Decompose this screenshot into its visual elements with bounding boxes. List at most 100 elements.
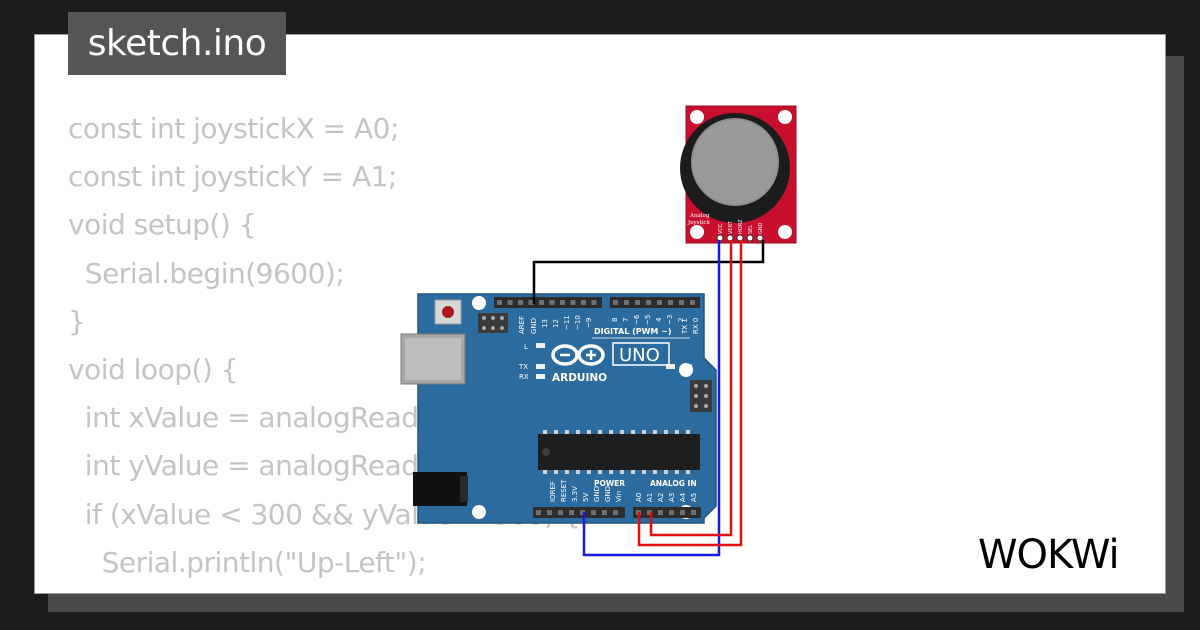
- header-pin: [539, 300, 544, 305]
- header-pin: [560, 300, 565, 305]
- joy-pin-label-vcc: VCC: [718, 223, 724, 234]
- chip-pin: [543, 430, 547, 434]
- header-pin: [613, 510, 618, 515]
- header-pin: [669, 510, 674, 515]
- joy-pin-label-gnd: GND: [758, 222, 764, 234]
- chip-pin: [565, 430, 569, 434]
- sketch-filename-tab[interactable]: sketch.ino: [68, 12, 286, 75]
- pin-label-3: ~3: [666, 315, 674, 325]
- chip-pin: [598, 430, 602, 434]
- analog-in-label: ANALOG IN: [650, 479, 697, 488]
- on-led-label: ON: [682, 363, 693, 371]
- power-header: [533, 507, 625, 518]
- arduino-uno-board[interactable]: AREF GND 13 12 ~11 ~10 ~9 8 7 ~6 ~5 4 ~3…: [400, 293, 717, 524]
- pin-label-gnd1: GND: [593, 486, 601, 502]
- chip-pin: [664, 430, 668, 434]
- wokwi-logo: WOKWi: [978, 532, 1120, 576]
- pin-label-9: ~9: [585, 318, 593, 328]
- chip-pin: [653, 430, 657, 434]
- pin-label-4: 4: [655, 317, 663, 322]
- tx-led-label: TX: [518, 363, 528, 371]
- header-pin: [591, 510, 596, 515]
- joy-pin-label-horz: HORZ: [738, 219, 744, 234]
- code-line: const int joystickY = A1;: [68, 160, 397, 194]
- joystick-pin[interactable]: [746, 234, 754, 242]
- wire-vert[interactable]: [649, 240, 733, 537]
- pin-label-a1: A1: [646, 493, 654, 502]
- chip-pin: [598, 470, 602, 474]
- chip-pin: [620, 430, 624, 434]
- rx-led-label: RX: [519, 373, 529, 381]
- uno-model-label: UNO: [619, 345, 660, 366]
- digital-pwm-label: DIGITAL (PWM ~): [594, 327, 672, 336]
- chip-pin: [686, 470, 690, 474]
- chip-pin: [543, 470, 547, 474]
- analog-joystick-module[interactable]: Analog Joystick VCC VERT HORZ SEL GND: [680, 105, 797, 244]
- header-pin: [536, 510, 541, 515]
- header-pin: [569, 510, 574, 515]
- pin-label-reset: RESET: [560, 479, 568, 502]
- rx-led: [536, 374, 545, 379]
- reset-button[interactable]: [434, 299, 462, 325]
- wire-vcc[interactable]: [582, 240, 721, 557]
- on-led: [666, 364, 675, 369]
- pin-label-3v3: 3.3V: [571, 486, 579, 502]
- pin-label-a4: A4: [679, 492, 687, 502]
- joy-pin-label-sel: SEL: [748, 225, 754, 234]
- header-pin: [668, 300, 673, 305]
- pin-label-ioref: IOREF: [549, 481, 557, 502]
- code-line: }: [68, 304, 86, 338]
- joy-pin-label-vert: VERT: [728, 220, 734, 234]
- pin-label-vin: Vin: [615, 491, 623, 502]
- usb-port: [400, 333, 466, 385]
- code-line: void setup() {: [68, 208, 257, 242]
- wokwi-logo-text: WOKWi: [978, 532, 1119, 576]
- code-line: const int joystickX = A0;: [68, 112, 399, 145]
- header-pin: [558, 510, 563, 515]
- header-pin: [580, 510, 585, 515]
- header-pin: [547, 510, 552, 515]
- header-pin: [613, 300, 618, 305]
- pin-label-a0: A0: [635, 493, 643, 502]
- arduino-logo-icon: [551, 344, 605, 366]
- chip-pin: [642, 430, 646, 434]
- header-pin: [507, 300, 513, 305]
- pin-label-12: 12: [552, 319, 560, 328]
- l-led-label: L: [524, 343, 528, 351]
- chip-pin: [631, 430, 635, 434]
- atmega-chip: [538, 430, 700, 474]
- code-line: Serial.println("Up-Left");: [68, 545, 427, 579]
- wire-gnd[interactable]: [532, 240, 765, 304]
- header-pin: [658, 510, 663, 515]
- joystick-knob[interactable]: [680, 113, 790, 223]
- pin-label-10: ~10: [574, 315, 582, 330]
- analog-header: [633, 507, 701, 518]
- chip-pin: [664, 470, 668, 474]
- chip-pin: [675, 470, 679, 474]
- joystick-pin[interactable]: [756, 234, 764, 242]
- chip-pin: [554, 430, 558, 434]
- arduino-brand: ARDUINO: [552, 372, 607, 384]
- pin-label-a2: A2: [657, 493, 665, 502]
- code-line: void loop() {: [68, 352, 239, 386]
- code-line: Serial.begin(9600);: [68, 256, 345, 290]
- chip-pin: [653, 470, 657, 474]
- chip-pin: [620, 470, 624, 474]
- pin-label-5v: 5V: [582, 493, 590, 502]
- header-pin: [518, 300, 523, 305]
- pin-label-13: 13: [541, 319, 549, 328]
- code-preview: const int joystickX = A0; const int joys…: [68, 105, 581, 593]
- chip-pin: [631, 470, 635, 474]
- power-label: POWER: [594, 479, 625, 488]
- header-pin: [581, 300, 586, 305]
- chip-pin: [642, 470, 646, 474]
- chip-pin: [609, 430, 613, 434]
- power-jack: [413, 472, 468, 506]
- header-pin: [570, 300, 576, 305]
- l-led: [536, 343, 545, 348]
- header-pin: [646, 300, 651, 305]
- wire-horz[interactable]: [637, 240, 743, 547]
- chip-pin: [576, 470, 580, 474]
- header-pin: [591, 300, 597, 305]
- header-pin: [624, 300, 629, 305]
